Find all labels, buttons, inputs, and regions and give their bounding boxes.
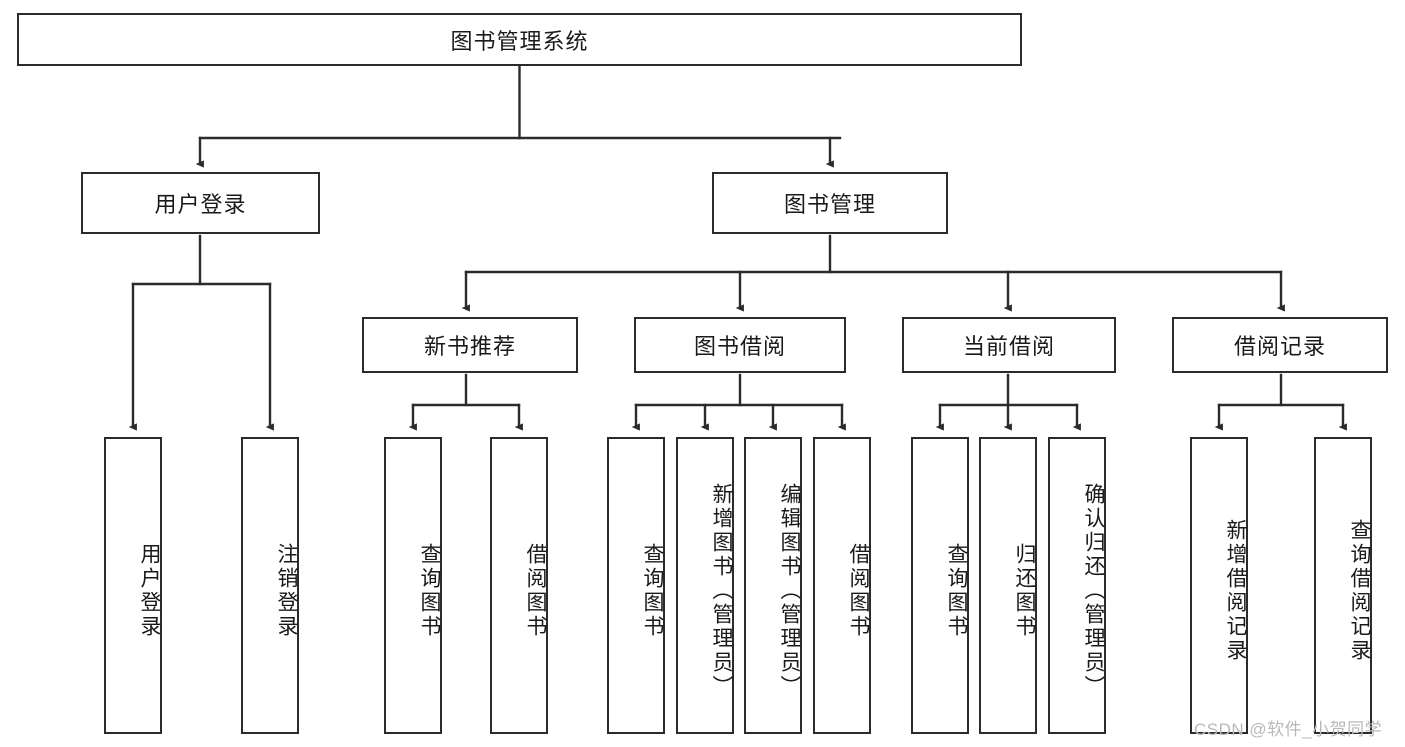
node-label: 查询图书 xyxy=(418,542,441,639)
leaf-user-login-signin[interactable]: 用户登录 xyxy=(104,437,162,734)
leaf-borrow-record-add-record[interactable]: 新增借阅记录 xyxy=(1190,437,1248,734)
leaf-new-book-borrow-book[interactable]: 借阅图书 xyxy=(490,437,548,734)
node-label: 当前借阅 xyxy=(962,334,1055,359)
leaf-book-borrow-edit-book-admin[interactable]: 编辑图书（管理员） xyxy=(744,437,802,734)
node-label: 用户登录 xyxy=(138,542,161,639)
node-label: 图书管理 xyxy=(783,192,876,217)
node-book-borrow[interactable]: 图书借阅 xyxy=(634,317,846,373)
csdn-watermark: CSDN @软件_小贺同学 xyxy=(1194,720,1383,739)
node-book-management[interactable]: 图书管理 xyxy=(712,172,948,234)
node-label: 查询借阅记录 xyxy=(1348,518,1371,663)
node-label: 编辑图书（管理员） xyxy=(778,482,801,699)
leaf-current-borrow-query-book[interactable]: 查询图书 xyxy=(911,437,969,734)
node-label: 借阅图书 xyxy=(524,542,547,639)
leaf-new-book-query-book[interactable]: 查询图书 xyxy=(384,437,442,734)
node-label: 借阅图书 xyxy=(847,542,870,639)
node-label: 查询图书 xyxy=(641,542,664,639)
leaf-current-borrow-return-book[interactable]: 归还图书 xyxy=(979,437,1037,734)
node-root-book-management-system[interactable]: 图书管理系统 xyxy=(17,13,1022,66)
node-label: 注销登录 xyxy=(275,542,298,639)
node-label: 图书借阅 xyxy=(693,334,786,359)
node-borrow-record[interactable]: 借阅记录 xyxy=(1172,317,1388,373)
node-label: 新书推荐 xyxy=(423,334,516,359)
node-new-book-recommend[interactable]: 新书推荐 xyxy=(362,317,578,373)
leaf-book-borrow-query-book[interactable]: 查询图书 xyxy=(607,437,665,734)
leaf-book-borrow-borrow-book[interactable]: 借阅图书 xyxy=(813,437,871,734)
node-label: 新增借阅记录 xyxy=(1224,518,1247,663)
leaf-borrow-record-query-record[interactable]: 查询借阅记录 xyxy=(1314,437,1372,734)
node-label: 借阅记录 xyxy=(1233,334,1326,359)
node-label: 用户登录 xyxy=(154,192,247,217)
node-label: 新增图书（管理员） xyxy=(710,482,733,699)
leaf-user-login-signout[interactable]: 注销登录 xyxy=(241,437,299,734)
node-label: 确认归还（管理员） xyxy=(1082,482,1105,699)
node-label: 查询图书 xyxy=(945,542,968,639)
node-user-login[interactable]: 用户登录 xyxy=(81,172,320,234)
node-current-borrow[interactable]: 当前借阅 xyxy=(902,317,1116,373)
node-label: 归还图书 xyxy=(1013,542,1036,639)
leaf-current-borrow-confirm-return-admin[interactable]: 确认归还（管理员） xyxy=(1048,437,1106,734)
leaf-book-borrow-add-book-admin[interactable]: 新增图书（管理员） xyxy=(676,437,734,734)
node-label: 图书管理系统 xyxy=(450,28,589,54)
